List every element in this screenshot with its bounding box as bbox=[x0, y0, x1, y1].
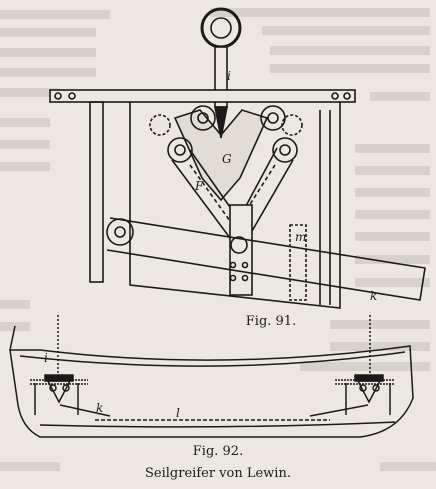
figure-91-caption: Fig. 91. bbox=[245, 314, 297, 329]
figure-92-caption: Fig. 92. bbox=[192, 444, 244, 459]
label-m: m bbox=[295, 230, 306, 244]
label-i: i bbox=[227, 69, 231, 83]
label-F: F bbox=[194, 179, 204, 193]
main-caption: Seilgreifer von Lewin. bbox=[145, 466, 291, 481]
fig92-label-k: k bbox=[96, 401, 103, 415]
fig92-label-i: i bbox=[44, 351, 48, 365]
fig92-label-l: l bbox=[176, 406, 180, 420]
label-k: k bbox=[370, 289, 377, 303]
label-G: G bbox=[222, 152, 232, 166]
